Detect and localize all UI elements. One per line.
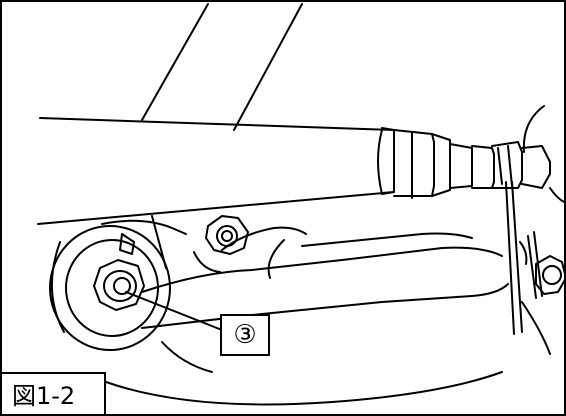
hub-outline <box>505 105 564 355</box>
figure-label: 図1-2 <box>2 372 106 414</box>
lower-arm <box>141 226 509 329</box>
bushing-eye <box>49 215 187 351</box>
upper-nut <box>193 215 249 273</box>
lower-outline <box>105 341 503 406</box>
nut-3 <box>93 259 145 311</box>
callout-leader-line <box>125 291 223 331</box>
frame-diagonal-lines <box>141 3 303 131</box>
side-nut <box>535 255 564 295</box>
tie-rod <box>37 117 395 225</box>
callout-3: ③ <box>220 314 270 356</box>
adjuster-nut <box>393 129 551 199</box>
